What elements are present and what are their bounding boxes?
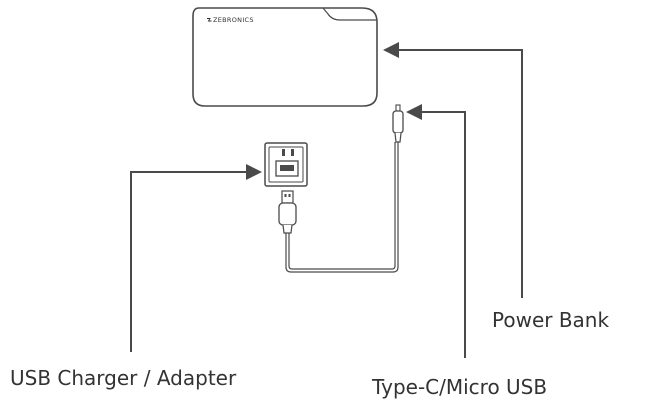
type-c-plug-icon bbox=[392, 104, 404, 143]
brand-text: ZEBRONICS bbox=[213, 16, 254, 24]
cable-callout-line bbox=[406, 104, 466, 358]
adapter-callout-line bbox=[130, 164, 262, 352]
cable-label: Type-C/Micro USB bbox=[372, 375, 548, 399]
usb-a-plug-icon bbox=[278, 190, 297, 234]
zebronics-logo: ZEBRONICS bbox=[207, 16, 254, 24]
power-bank-icon: ZEBRONICS bbox=[192, 7, 378, 107]
callout-lines bbox=[130, 42, 523, 358]
power-bank-callout-line bbox=[383, 42, 523, 298]
usb-cable bbox=[285, 142, 399, 273]
wall-adapter-icon bbox=[264, 142, 308, 187]
usb-charger-label: USB Charger / Adapter bbox=[10, 366, 237, 390]
power-bank-label: Power Bank bbox=[492, 308, 610, 332]
